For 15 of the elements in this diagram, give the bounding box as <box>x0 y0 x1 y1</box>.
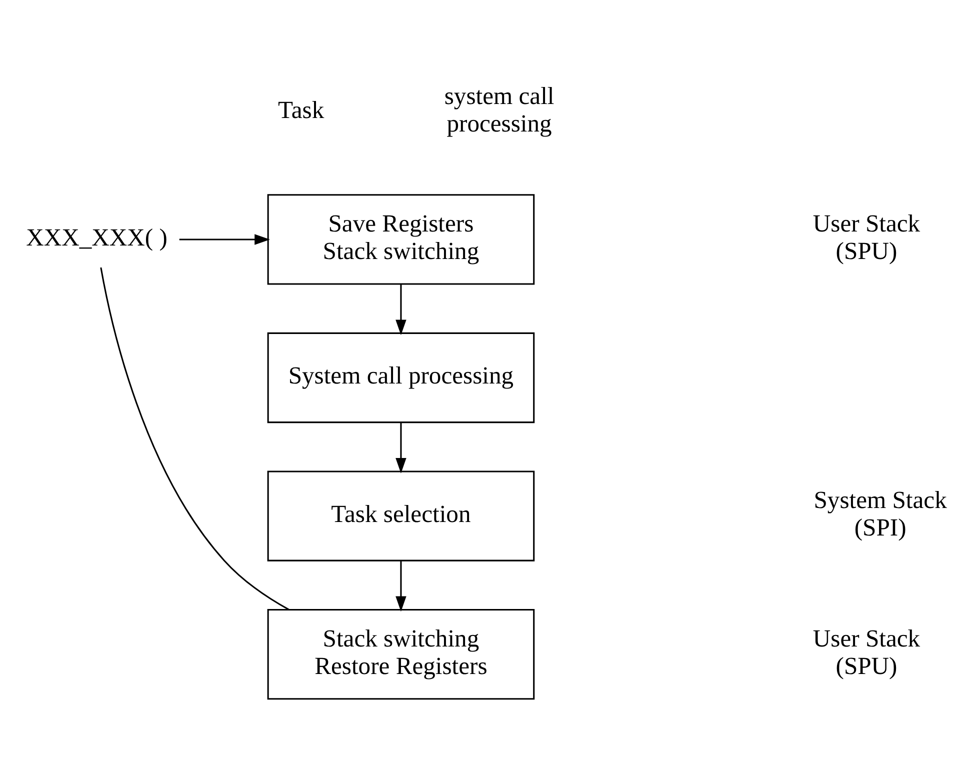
arrow <box>396 284 406 335</box>
node-box: Stack switching Restore Registers <box>267 608 535 700</box>
label: Task <box>278 96 324 124</box>
arrow <box>179 234 270 244</box>
label: User Stack (SPU) <box>812 624 920 680</box>
node-box: Task selection <box>267 470 535 561</box>
node-text: XXX_XXX( ) <box>26 224 168 251</box>
label: System Stack (SPI) <box>814 486 947 542</box>
arrow <box>396 422 406 473</box>
node-box: Save Registers Stack switching <box>267 194 535 284</box>
label: system call processing <box>444 82 554 138</box>
arrow <box>396 560 406 612</box>
connector <box>100 266 290 610</box>
node-box: System call processing <box>267 332 535 423</box>
label: User Stack (SPU) <box>812 210 920 265</box>
